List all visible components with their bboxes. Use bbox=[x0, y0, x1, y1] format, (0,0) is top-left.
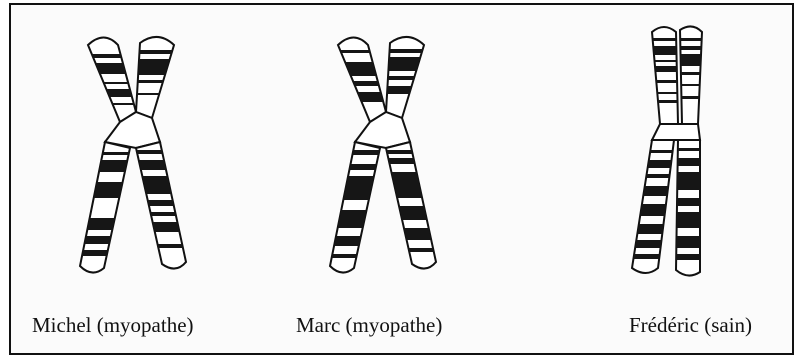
caption-michel: Michel (myopathe) bbox=[32, 313, 194, 338]
chromosome-marc bbox=[310, 37, 450, 273]
chromosome-michel bbox=[60, 37, 200, 273]
caption-marc: Marc (myopathe) bbox=[296, 313, 442, 338]
chromosome-frederic bbox=[620, 26, 710, 275]
caption-frederic: Frédéric (sain) bbox=[629, 313, 752, 338]
